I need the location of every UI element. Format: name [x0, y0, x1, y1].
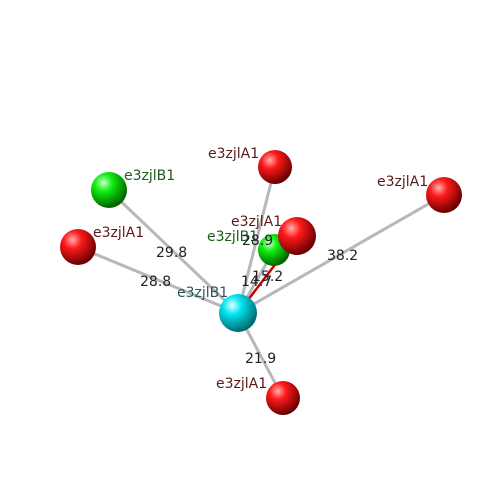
label-mid-b1: e3zjlB1	[207, 229, 258, 245]
label-top-a1: e3zjlA1	[208, 146, 259, 162]
distance-mid-a1: 15.2	[252, 269, 283, 285]
bond-right-a1	[237, 193, 445, 315]
atom-left-a1[interactable]	[60, 229, 96, 265]
atom-labels: e3zjlA1 e3zjlA1 e3zjlB1 e3zjlA1 e3zjlB1 …	[93, 146, 428, 392]
bond-top-a1	[236, 166, 277, 314]
atom-top-a1[interactable]	[258, 150, 292, 184]
distance-right-a1: 38.2	[327, 248, 358, 264]
label-left-b1: e3zjlB1	[124, 168, 175, 184]
distance-bottom-a1: 21.9	[245, 351, 276, 367]
distance-labels: 38.2 29.8 28.8 28.9 14.7 15.2 21.9	[140, 233, 358, 367]
bond-left-a1	[77, 245, 239, 315]
atom-mid-a1[interactable]	[278, 217, 316, 255]
label-left-a1: e3zjlA1	[93, 225, 144, 241]
atom-center-b1[interactable]	[219, 294, 257, 332]
atom-right-a1[interactable]	[426, 177, 462, 213]
label-center-b1: e3zjlB1	[177, 285, 228, 301]
label-mid-a1: e3zjlA1	[231, 214, 282, 230]
distance-left-b1: 29.8	[156, 245, 187, 261]
distance-mid-b1: 14.7	[241, 274, 272, 290]
distance-mid-overlap: 28.9	[242, 233, 273, 249]
distance-left-a1: 28.8	[140, 274, 171, 290]
label-right-a1: e3zjlA1	[377, 174, 428, 190]
atoms	[60, 150, 462, 415]
bond-left-b1	[107, 188, 240, 315]
atom-bottom-a1[interactable]	[266, 381, 300, 415]
label-bottom-a1: e3zjlA1	[216, 376, 267, 392]
atom-left-b1[interactable]	[91, 172, 127, 208]
